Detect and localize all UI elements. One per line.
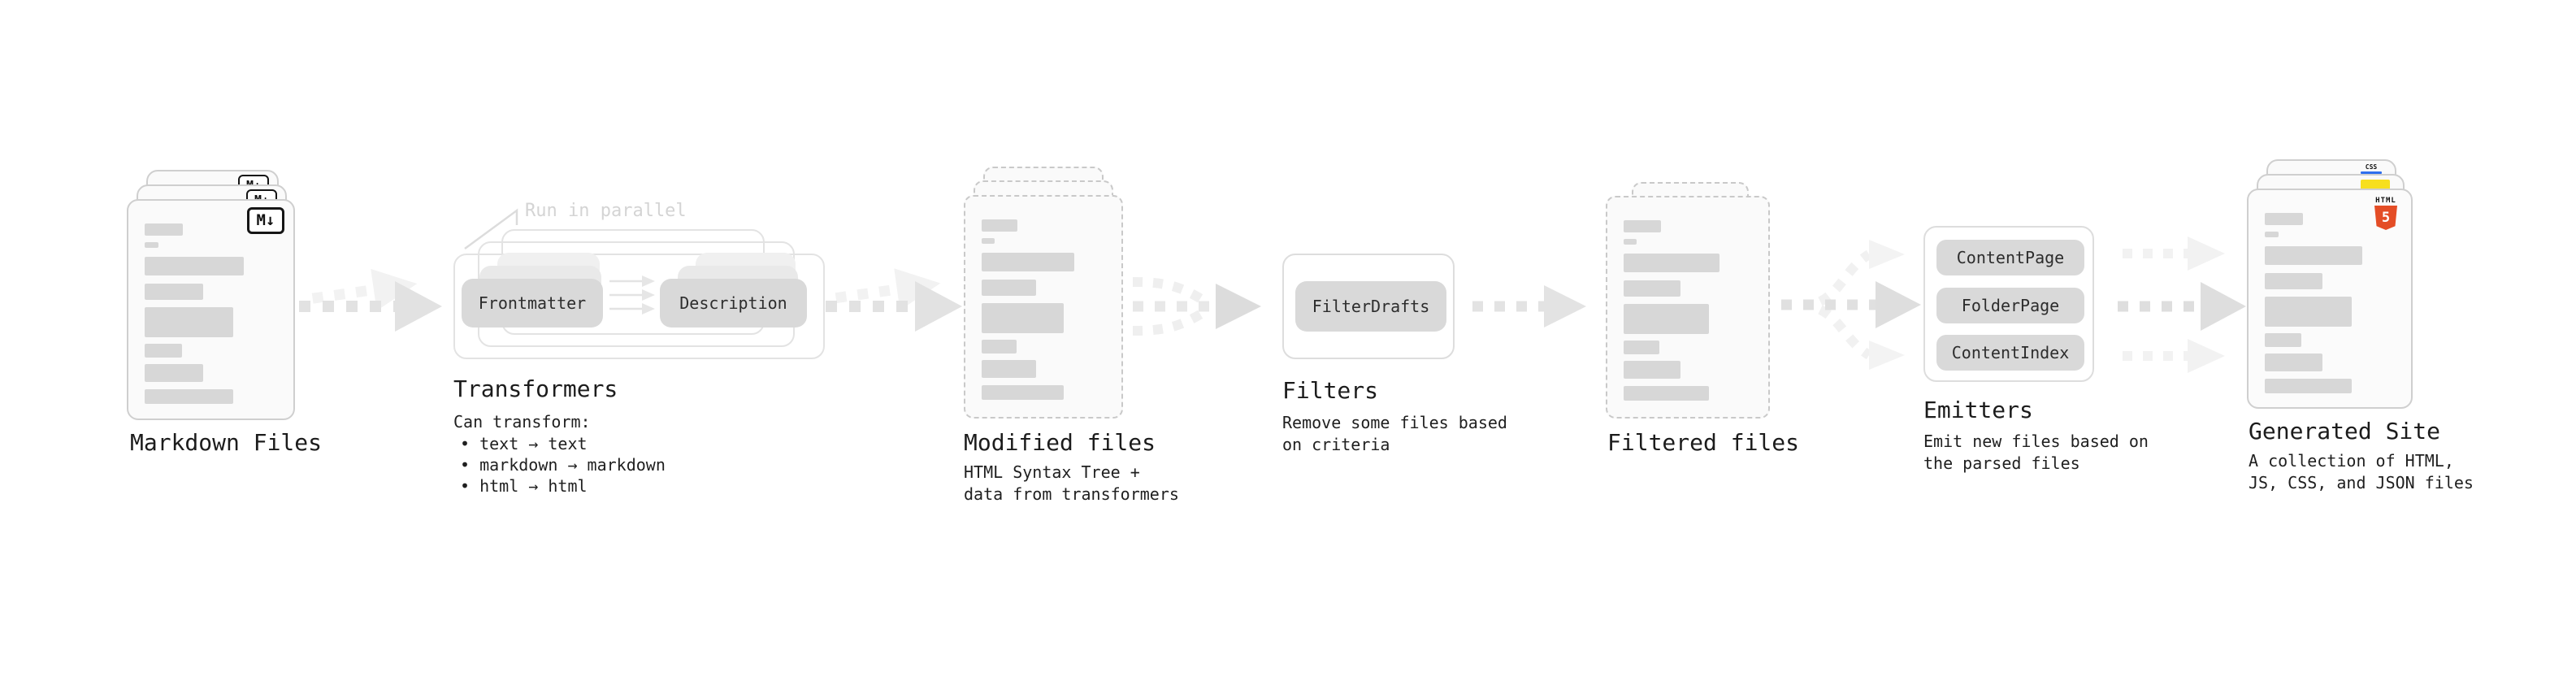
document-placeholder-lines (1624, 220, 1744, 401)
filter-pill-filterdrafts: FilterDrafts (1295, 281, 1446, 332)
js-icon (2361, 180, 2390, 191)
generated-site-description: A collection of HTML, JS, CSS, and JSON … (2249, 451, 2474, 492)
emitters-panel: ContentPage FolderPage ContentIndex (1923, 226, 2094, 382)
transform-bullet: • html → html (460, 476, 588, 496)
arrow-filtered-to-emitters (1781, 240, 1921, 370)
document-placeholder-lines (2265, 213, 2387, 393)
emitter-pill-contentpage: ContentPage (1936, 240, 2084, 275)
transformers-label: Transformers (453, 375, 618, 402)
arrow-emitters-to-generated (2118, 236, 2246, 373)
html5-icon: HTML 5 (2372, 197, 2400, 230)
transformers-note-title: Can transform: (453, 412, 591, 432)
css-icon-bar (2361, 171, 2382, 174)
document-placeholder-lines (145, 223, 269, 404)
modified-doc-front (964, 195, 1123, 419)
generated-doc-html: HTML 5 (2247, 189, 2413, 409)
emitters-label: Emitters (1923, 397, 2033, 423)
filters-label: Filters (1282, 377, 1379, 404)
arrow-transformers-to-modified (826, 268, 962, 332)
transformer-container-front (453, 254, 825, 359)
markdown-icon: M↓ (247, 207, 284, 234)
filters-description: Remove some files based on criteria (1282, 413, 1507, 454)
markdown-doc-front: M↓ (127, 199, 295, 420)
emitters-description: Emit new files based on the parsed files (1923, 432, 2149, 473)
html5-shield: 5 (2374, 206, 2397, 230)
arrow-modified-to-filters (1132, 277, 1261, 336)
css-icon: CSS (2361, 164, 2382, 174)
filters-panel: FilterDrafts (1282, 254, 1455, 359)
markdown-files-label: Markdown Files (130, 429, 323, 456)
transform-bullet: • markdown → markdown (460, 455, 666, 475)
arrow-markdown-to-transformers (299, 268, 442, 332)
filtered-files-label: Filtered files (1607, 429, 1800, 456)
transform-bullet: • text → text (460, 434, 588, 453)
filtered-doc-front (1606, 196, 1770, 419)
arrow-filters-to-filtered (1472, 285, 1586, 327)
transformer-pill-description: Description (660, 279, 807, 327)
emitter-pill-folderpage: FolderPage (1936, 288, 2084, 323)
transformers-bullet-list: • text → text • markdown → markdown • ht… (460, 433, 666, 497)
transformer-pill-frontmatter: Frontmatter (462, 279, 603, 327)
generated-site-label: Generated Site (2249, 418, 2441, 445)
document-placeholder-lines (982, 219, 1097, 400)
parallel-annotation: Run in parallel (525, 201, 687, 221)
modified-files-label: Modified files (964, 429, 1156, 456)
modified-files-description: HTML Syntax Tree + data from transformer… (964, 462, 1179, 504)
emitter-pill-contentindex: ContentIndex (1936, 335, 2084, 371)
